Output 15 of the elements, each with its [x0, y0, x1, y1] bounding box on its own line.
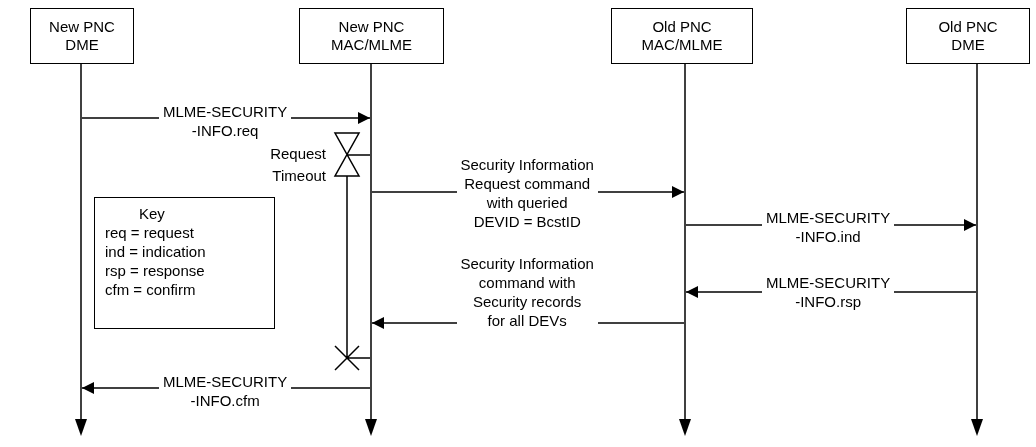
participant-box: New PNC DME	[30, 8, 134, 64]
key-entry: cfm = confirm	[105, 280, 197, 299]
participant-box: Old PNC MAC/MLME	[611, 8, 753, 64]
timer-label: Request Timeout	[269, 144, 326, 186]
lifeline	[74, 64, 88, 436]
key-entry: ind = indication	[105, 242, 207, 261]
participant-box: Old PNC DME	[906, 8, 1030, 64]
key-box	[94, 197, 275, 329]
key-entry: req = request	[105, 223, 195, 242]
lifeline	[970, 64, 984, 436]
participant-box: New PNC MAC/MLME	[299, 8, 444, 64]
lifeline	[678, 64, 692, 436]
lifeline	[364, 64, 378, 436]
key-heading: Key	[138, 204, 166, 223]
key-entry: rsp = response	[105, 261, 206, 280]
